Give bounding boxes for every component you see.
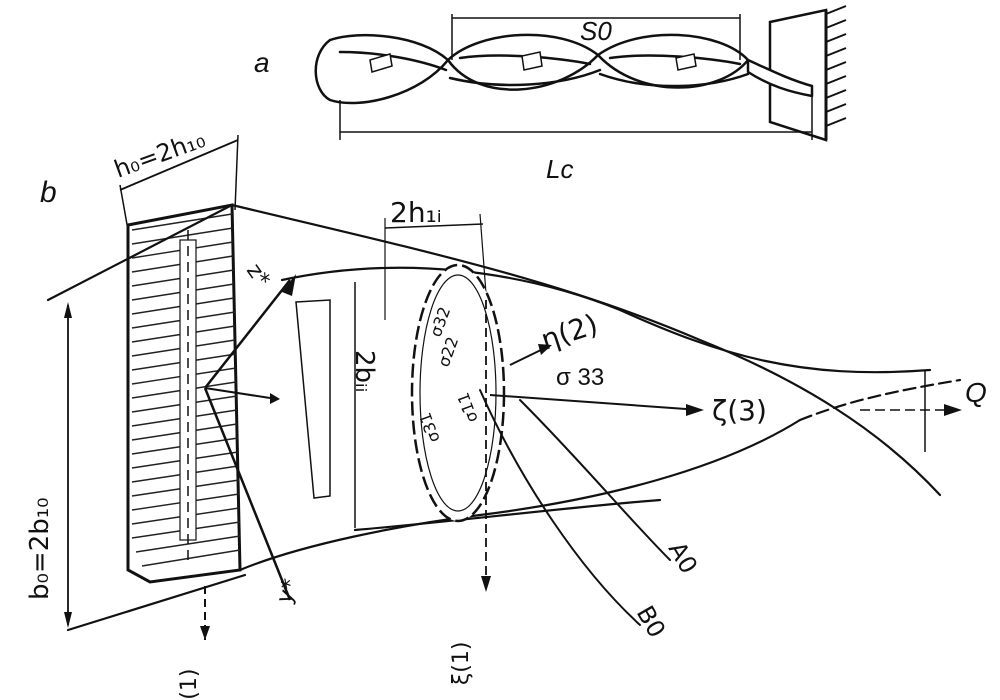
blade-outline	[46, 203, 962, 632]
axis-xi-tip-label: ξ(1)	[449, 642, 474, 685]
length-dimension: Lc	[339, 96, 813, 184]
pitch-label: S0	[580, 16, 612, 46]
load-arrow: Q	[860, 370, 987, 452]
axis-y-label: y*	[272, 576, 304, 607]
section-width-label: 2h₁ᵢ	[390, 196, 442, 229]
root-section	[126, 203, 242, 584]
panel-b-label: b	[40, 176, 57, 209]
stress-sigma33-label: σ 33	[556, 364, 604, 391]
axis-z-label: z*	[241, 259, 274, 292]
intermediate-plate: 2bᵢᵢ	[295, 282, 379, 528]
section-height-label: 2bᵢᵢ	[349, 350, 379, 392]
load-label: Q	[965, 377, 987, 408]
reference-curves: A0 B0	[479, 389, 703, 642]
root-width-label: h₀=2h₁₀	[110, 125, 209, 184]
curve-b-label: B0	[631, 601, 671, 642]
wall-support	[768, 5, 847, 142]
strain-gauge-marks	[369, 51, 697, 73]
panel-a-label: a	[254, 47, 270, 78]
curve-a-label: A0	[663, 537, 703, 578]
axis-zeta-label: ζ(3)	[712, 394, 767, 427]
zeta-axis: ζ(3)	[489, 394, 767, 427]
eta-axis: η(2)	[509, 308, 602, 366]
axis-eta-label: η(2)	[537, 308, 602, 357]
cross-section: ξ(1) σ32 σ22 σ11 σ31	[410, 263, 506, 685]
pitch-dimension: S0	[451, 14, 741, 60]
panel-a: a	[254, 5, 847, 184]
twisted-blade	[314, 33, 814, 105]
root-height-label: b₀=2b₁₀	[25, 497, 55, 600]
axis-xi-root-label: ξ(1)	[177, 669, 202, 700]
length-label: Lc	[546, 154, 573, 184]
root-height-dimension: b₀=2b₁₀	[25, 302, 72, 628]
panel-b: b	[25, 125, 987, 700]
